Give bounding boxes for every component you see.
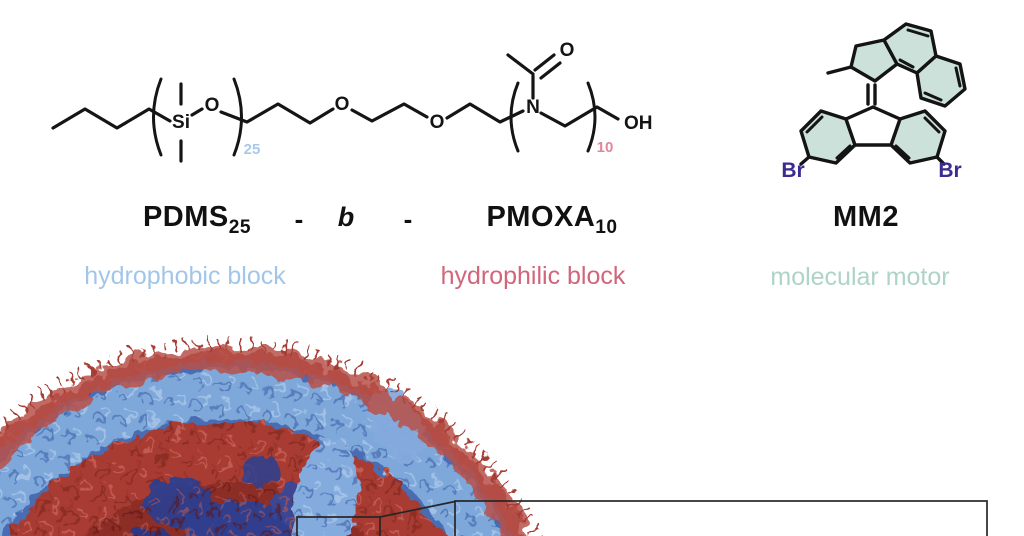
pmoxa-name-subscript: 10 [595, 216, 618, 238]
aromatic-tick [805, 115, 824, 134]
pmoxa-backbone-bond [539, 105, 620, 128]
aromatic-tick [894, 144, 911, 160]
vesicle-illustration [0, 336, 544, 536]
linker-bond-2 [350, 102, 429, 123]
hydrophobic-caption: hydrophobic block [84, 262, 286, 290]
block-dash-1: - [294, 204, 304, 234]
aromatic-tick [923, 116, 941, 134]
vesicle-inner-brush-texture [8, 422, 442, 536]
br-right-bond [935, 155, 946, 166]
callout-large-box [454, 500, 988, 536]
pdms-name-label: PDMS25 [97, 201, 297, 239]
ether-o2-label: O [430, 112, 445, 133]
block-b-label: b [337, 202, 355, 232]
aromatic-tick [923, 91, 943, 102]
pdms-close-paren [232, 77, 243, 157]
pmoxa-name-label: PMOXA10 [452, 201, 652, 239]
pmoxa-open-paren [509, 81, 520, 153]
aromatic-tick [906, 28, 930, 38]
si-o-bond [190, 107, 204, 117]
vesicle-blue-texture [0, 367, 508, 536]
amide-n-label: N [526, 97, 540, 118]
carbonyl-double-bond-1 [533, 53, 556, 72]
pmoxa-name: PMOXA [486, 201, 596, 233]
aromatic-tick [898, 58, 915, 69]
acetyl-methyl-bond [506, 53, 535, 76]
pdms-open-paren [152, 77, 163, 157]
magnification-callout [296, 500, 988, 536]
mm2-cyclopentane-ring [849, 38, 899, 83]
mm2-fluorene-five-ring [844, 105, 902, 147]
vesicle-fringe-highlight [0, 347, 532, 536]
hydrophilic-caption: hydrophilic block [440, 262, 626, 290]
block-dash-2: - [403, 204, 413, 234]
callout-small-box [296, 516, 381, 536]
pmoxa-close-paren [586, 81, 597, 153]
pdms-repeat-count: 25 [244, 141, 261, 158]
hydroxyl-label: OH [624, 113, 653, 134]
pdms-name-subscript: 25 [228, 216, 252, 238]
pmoxa-repeat-count: 10 [597, 139, 614, 156]
siloxane-o-label: O [205, 95, 220, 116]
br-right-label: Br [938, 159, 961, 182]
pdms-name: PDMS [142, 201, 229, 233]
br-left-bond [799, 155, 811, 166]
butyl-chain-bond [51, 107, 172, 130]
aromatic-tick [835, 144, 852, 160]
mm2-methyl-bond [826, 65, 853, 75]
aromatic-tick [954, 66, 962, 88]
carbonyl-o-label: O [560, 40, 575, 61]
silicon-atom-label: Si [172, 112, 190, 133]
ether-o1-label: O [335, 94, 350, 115]
copolymer-structure: 25 Si O O O 10 N O OH [51, 40, 653, 163]
molecular-motor-caption: molecular motor [770, 263, 950, 291]
mm2-name-label: MM2 [833, 201, 899, 233]
callout-connector-line [379, 500, 456, 518]
mm2-structure: Br Br [781, 22, 967, 182]
br-left-label: Br [781, 159, 804, 182]
carbonyl-double-bond-2 [539, 61, 562, 80]
linker-bond-1 [219, 102, 335, 125]
